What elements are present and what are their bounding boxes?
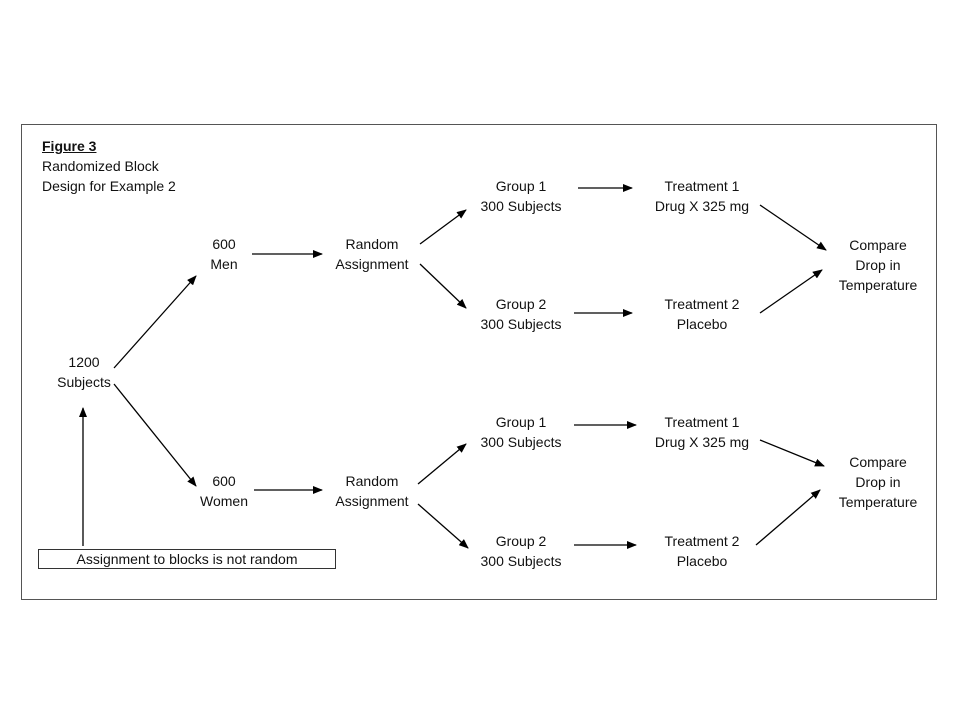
assignment-men-line2: Assignment bbox=[335, 256, 409, 272]
treatment1-women-detail: Drug X 325 mg bbox=[654, 434, 750, 450]
node-group1-men: Group 1 300 Subjects bbox=[466, 176, 576, 216]
treatment2-men-detail: Placebo bbox=[676, 316, 728, 332]
assignment-men-line1: Random bbox=[345, 236, 399, 252]
compare-women-line2: Drop in bbox=[855, 474, 901, 490]
node-treatment1-women: Treatment 1 Drug X 325 mg bbox=[640, 412, 764, 452]
node-block-men: 600 Men bbox=[190, 234, 258, 274]
compare-men-line2: Drop in bbox=[855, 257, 901, 273]
figure-caption: Figure 3 Randomized Block Design for Exa… bbox=[42, 136, 176, 196]
node-group2-men: Group 2 300 Subjects bbox=[466, 294, 576, 334]
group2-women-size: 300 Subjects bbox=[480, 553, 562, 569]
compare-women-line1: Compare bbox=[849, 454, 907, 470]
node-compare-men: Compare Drop in Temperature bbox=[830, 235, 926, 295]
group2-men-size: 300 Subjects bbox=[480, 316, 562, 332]
arrow-men-assignment-to-group2 bbox=[419, 263, 467, 309]
arrow-men-treatment2-to-compare bbox=[759, 269, 823, 314]
figure-title-line1: Randomized Block bbox=[42, 158, 159, 174]
treatment1-women-name: Treatment 1 bbox=[664, 414, 740, 430]
arrow-men-treatment1-to-compare bbox=[759, 204, 827, 251]
group2-men-name: Group 2 bbox=[495, 296, 547, 312]
node-subjects-label: Subjects bbox=[57, 374, 111, 390]
node-treatment2-men: Treatment 2 Placebo bbox=[640, 294, 764, 334]
compare-women-line3: Temperature bbox=[838, 494, 918, 510]
group1-men-size: 300 Subjects bbox=[480, 198, 562, 214]
arrow-women-treatment2-to-compare bbox=[755, 489, 821, 546]
assignment-women-line2: Assignment bbox=[335, 493, 409, 509]
group1-men-name: Group 1 bbox=[495, 178, 547, 194]
arrow-root-to-men bbox=[113, 275, 197, 369]
treatment2-men-name: Treatment 2 bbox=[664, 296, 740, 312]
node-treatment1-men: Treatment 1 Drug X 325 mg bbox=[640, 176, 764, 216]
node-compare-women: Compare Drop in Temperature bbox=[830, 452, 926, 512]
assignment-women-line1: Random bbox=[345, 473, 399, 489]
group2-women-name: Group 2 bbox=[495, 533, 547, 549]
arrow-women-treatment1-to-compare bbox=[759, 439, 825, 467]
figure-label: Figure 3 bbox=[42, 138, 97, 154]
treatment1-men-detail: Drug X 325 mg bbox=[654, 198, 750, 214]
arrow-women-assignment-to-group2 bbox=[417, 503, 469, 549]
group1-women-name: Group 1 bbox=[495, 414, 547, 430]
compare-men-line3: Temperature bbox=[838, 277, 918, 293]
node-subjects-count: 1200 bbox=[68, 354, 100, 370]
node-subjects-total: 1200 Subjects bbox=[42, 352, 126, 392]
treatment2-women-detail: Placebo bbox=[676, 553, 728, 569]
node-random-assignment-men: Random Assignment bbox=[322, 234, 422, 274]
block-women-label: Women bbox=[200, 493, 248, 509]
figure-title-line2: Design for Example 2 bbox=[42, 178, 176, 194]
group1-women-size: 300 Subjects bbox=[480, 434, 562, 450]
node-treatment2-women: Treatment 2 Placebo bbox=[640, 531, 764, 571]
node-block-women: 600 Women bbox=[190, 471, 258, 511]
block-women-count: 600 bbox=[212, 473, 236, 489]
node-random-assignment-women: Random Assignment bbox=[322, 471, 422, 511]
node-group1-women: Group 1 300 Subjects bbox=[466, 412, 576, 452]
block-men-count: 600 bbox=[212, 236, 236, 252]
treatment2-women-name: Treatment 2 bbox=[664, 533, 740, 549]
node-group2-women: Group 2 300 Subjects bbox=[466, 531, 576, 571]
compare-men-line1: Compare bbox=[849, 237, 907, 253]
diagram-frame bbox=[21, 124, 937, 600]
treatment1-men-name: Treatment 1 bbox=[664, 178, 740, 194]
arrow-men-assignment-to-group1 bbox=[419, 209, 467, 245]
note-box: Assignment to blocks is not random bbox=[38, 549, 336, 569]
arrow-women-assignment-to-group1 bbox=[417, 443, 467, 485]
block-men-label: Men bbox=[210, 256, 238, 272]
arrow-root-to-women bbox=[113, 383, 197, 487]
